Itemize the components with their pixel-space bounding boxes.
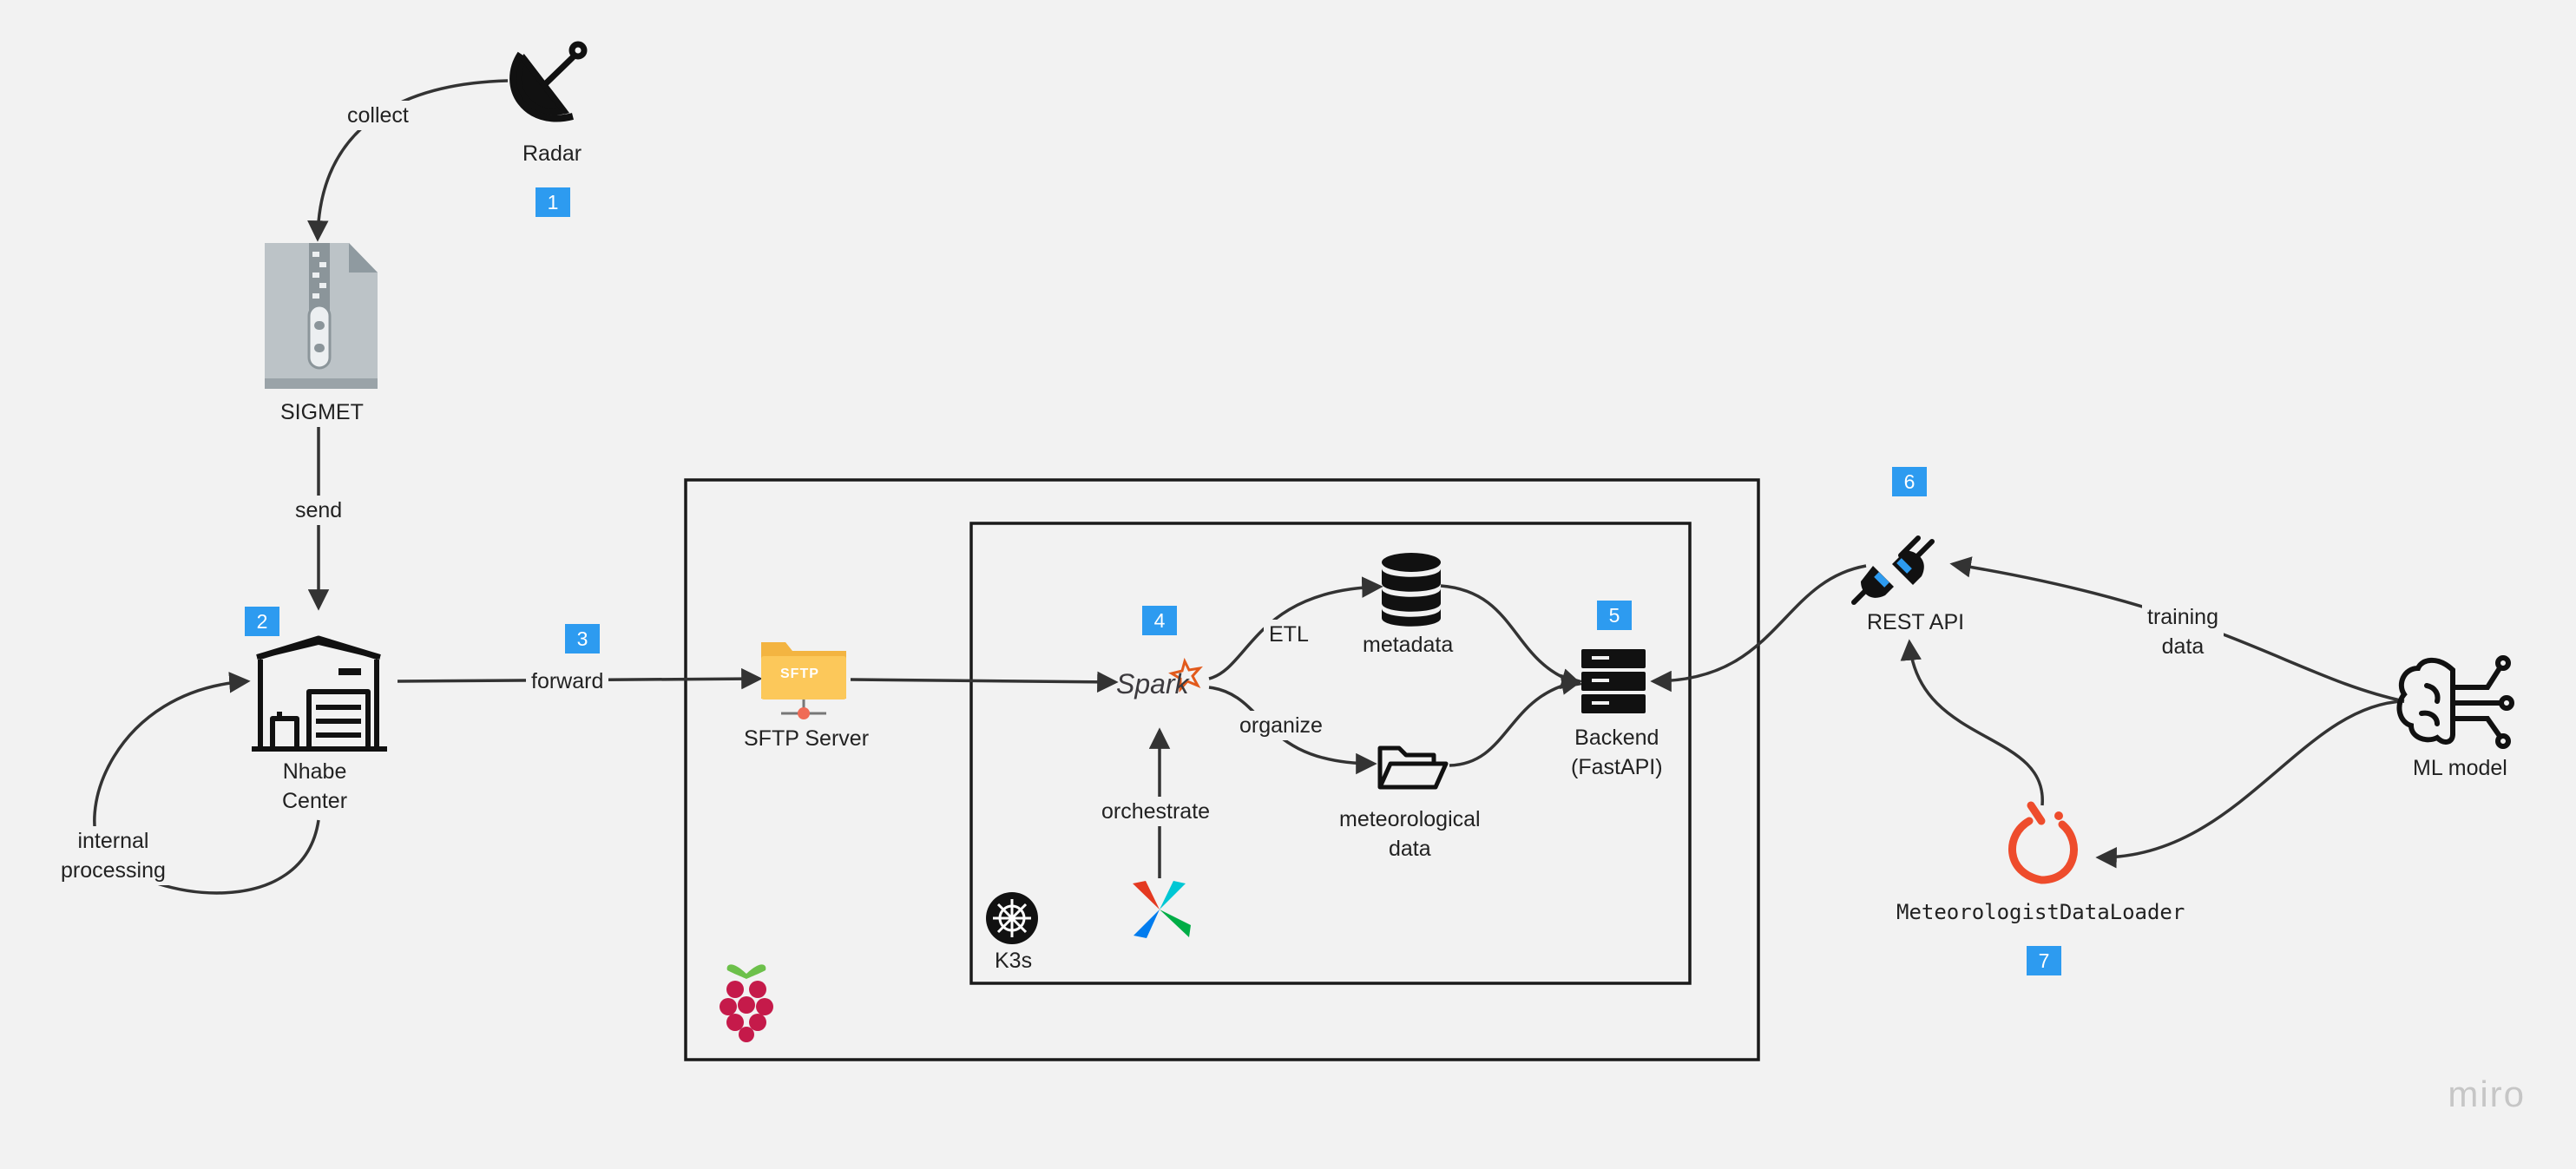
step-badge-2: 2 [245,607,279,636]
k3s-kubernetes-icon [986,892,1038,944]
open-folder-icon [1377,745,1449,790]
step-badge-7: 7 [2027,946,2061,975]
raspberry-pi-container[interactable] [684,478,1760,1061]
satellite-dish-icon [515,41,588,115]
edge-ml-dataloader[interactable] [2095,699,2405,869]
step-badge-5: 5 [1597,601,1632,630]
zip-file-icon [265,243,378,389]
plug-icon [1851,535,1935,605]
edge-meteo-backend[interactable] [1449,673,1583,767]
k3s-cluster-container[interactable] [969,522,1692,985]
step-badge-3: 3 [565,624,600,653]
dataloader-label: MeteorologistDataLoader [1896,900,2185,924]
rest-api-label: REST API [1867,610,1965,634]
server-stack-icon [1581,649,1646,713]
ml-model-label: ML model [2413,756,2507,780]
k3s-label: K3s [995,949,1033,973]
edge-sftp-spark[interactable] [850,671,1119,693]
sftp-folder-text: SFTP [780,667,819,681]
edge-label-send: send [290,496,348,525]
raspberry-pi-icon [720,964,773,1042]
brain-circuit-icon [2396,655,2514,749]
edge-label-forward: forward [526,667,609,696]
warehouse-icon [252,635,387,752]
edge-label-orchestrate: orchestrate [1096,797,1216,826]
edge-label-training-data: training data [2142,602,2224,661]
edge-label-organize: organize [1234,711,1328,740]
step-badge-6: 6 [1892,467,1927,496]
edge-training-data[interactable] [1949,556,2405,703]
edge-rest-backend[interactable] [1650,564,1867,693]
meteorological-data-label: meteorological data [1339,807,1481,861]
metadata-label: metadata [1363,633,1454,657]
step-badge-4: 4 [1142,606,1177,635]
radar-dish-shape [509,51,574,122]
database-icon [1382,553,1441,627]
edge-etl[interactable] [1208,576,1383,680]
edge-label-etl: ETL [1264,620,1314,649]
sftp-folder-icon [761,642,846,719]
miro-watermark: miro [2448,1074,2526,1114]
sigmet-label: SIGMET [280,400,364,424]
radar-label: Radar [522,141,582,166]
edge-dataloader-rest[interactable] [1900,639,2044,806]
step-badge-1: 1 [536,187,570,217]
airflow-pinwheel-icon [1133,881,1191,938]
sftp-server-label: SFTP Server [744,726,870,751]
nhabe-center-label: Nhabe Center [282,759,348,813]
spark-logo-text: Spark [1116,668,1189,699]
backend-label: Backend (FastAPI) [1571,726,1663,779]
pytorch-icon [2008,801,2078,884]
spark-star-icon [1168,657,1203,693]
edge-metadata-backend[interactable] [1440,584,1583,689]
edge-label-internal-processing: internal processing [56,826,171,885]
edge-label-collect: collect [342,101,414,130]
